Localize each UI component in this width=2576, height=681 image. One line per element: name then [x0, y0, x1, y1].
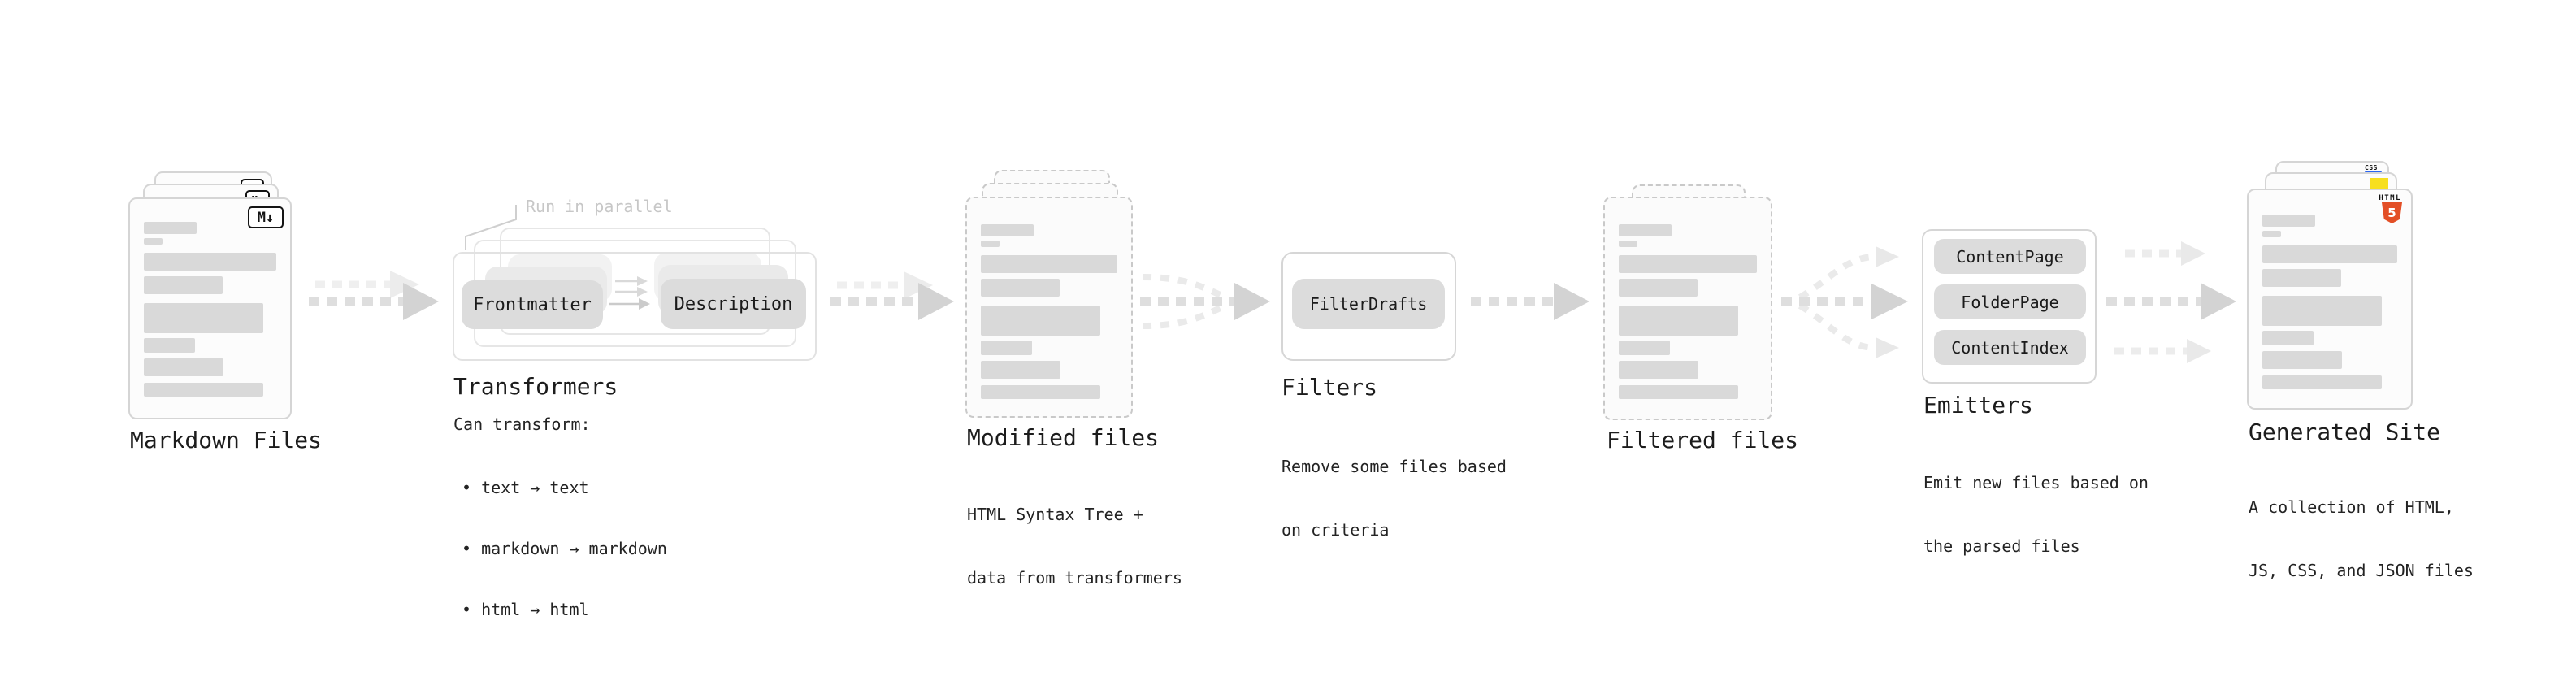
generated-site-description: A collection of HTML, JS, CSS, and JSON …	[2249, 454, 2474, 623]
doc-text-placeholder	[2262, 215, 2397, 389]
filtered-files-label: Filtered files	[1607, 427, 1799, 453]
file-card-front: HTML 5	[2247, 189, 2413, 410]
arrow-filters-to-filtered	[1471, 283, 1589, 320]
transformers-bullets: • text → text • markdown → markdown • ht…	[462, 437, 667, 661]
frontmatter-pill: Frontmatter	[462, 280, 603, 329]
arrow-emitters-to-generated	[2106, 241, 2236, 363]
file-card-front: M↓	[128, 197, 292, 419]
javascript-icon	[2370, 178, 2388, 189]
transformer-layer-front	[453, 252, 817, 361]
doc-text-placeholder	[1619, 224, 1757, 399]
markdown-files-label: Markdown Files	[130, 427, 323, 453]
doc-text-placeholder	[981, 224, 1117, 399]
description-line: Remove some files based	[1281, 457, 1507, 476]
html5-icon-word: HTML	[2379, 194, 2401, 202]
bullet-item: • markdown → markdown	[462, 539, 667, 558]
filterdrafts-pill: FilterDrafts	[1292, 279, 1445, 329]
description-line: on criteria	[1281, 520, 1390, 540]
description-line: JS, CSS, and JSON files	[2249, 561, 2474, 580]
file-card-front	[1603, 197, 1772, 420]
arrow-markdown-to-transformers	[309, 271, 439, 320]
description-line: HTML Syntax Tree +	[967, 505, 1143, 524]
filters-description: Remove some files based on criteria	[1281, 414, 1507, 583]
arrow-filtered-to-emitters	[1781, 246, 1908, 358]
generated-site-label: Generated Site	[2249, 419, 2441, 445]
emitters-label: Emitters	[1923, 392, 2033, 419]
bullet-item: • html → html	[462, 600, 589, 619]
arrow-modified-to-filters	[1140, 274, 1270, 329]
run-in-parallel-annotation: Run in parallel	[526, 197, 673, 216]
description-pill: Description	[661, 279, 806, 329]
doc-text-placeholder	[144, 222, 276, 397]
description-line: the parsed files	[1923, 536, 2080, 556]
contentindex-pill: ContentIndex	[1934, 330, 2086, 365]
css-icon: CSS	[2365, 164, 2378, 171]
filters-label: Filters	[1281, 374, 1378, 401]
emitters-description: Emit new files based on the parsed files	[1923, 430, 2149, 599]
description-line: A collection of HTML,	[2249, 497, 2454, 517]
modified-files-description: HTML Syntax Tree + data from transformer…	[967, 462, 1182, 631]
file-card-front	[965, 197, 1133, 418]
description-line: data from transformers	[967, 568, 1182, 588]
contentpage-pill: ContentPage	[1934, 239, 2086, 274]
modified-files-label: Modified files	[967, 424, 1160, 451]
markdown-icon: M↓	[248, 206, 284, 228]
transformers-sub-title: Can transform:	[453, 414, 591, 434]
transformers-label: Transformers	[453, 373, 618, 400]
folderpage-pill: FolderPage	[1934, 284, 2086, 319]
arrow-transformers-to-modified	[830, 271, 954, 320]
bullet-item: • text → text	[462, 478, 589, 497]
description-line: Emit new files based on	[1923, 473, 2149, 492]
